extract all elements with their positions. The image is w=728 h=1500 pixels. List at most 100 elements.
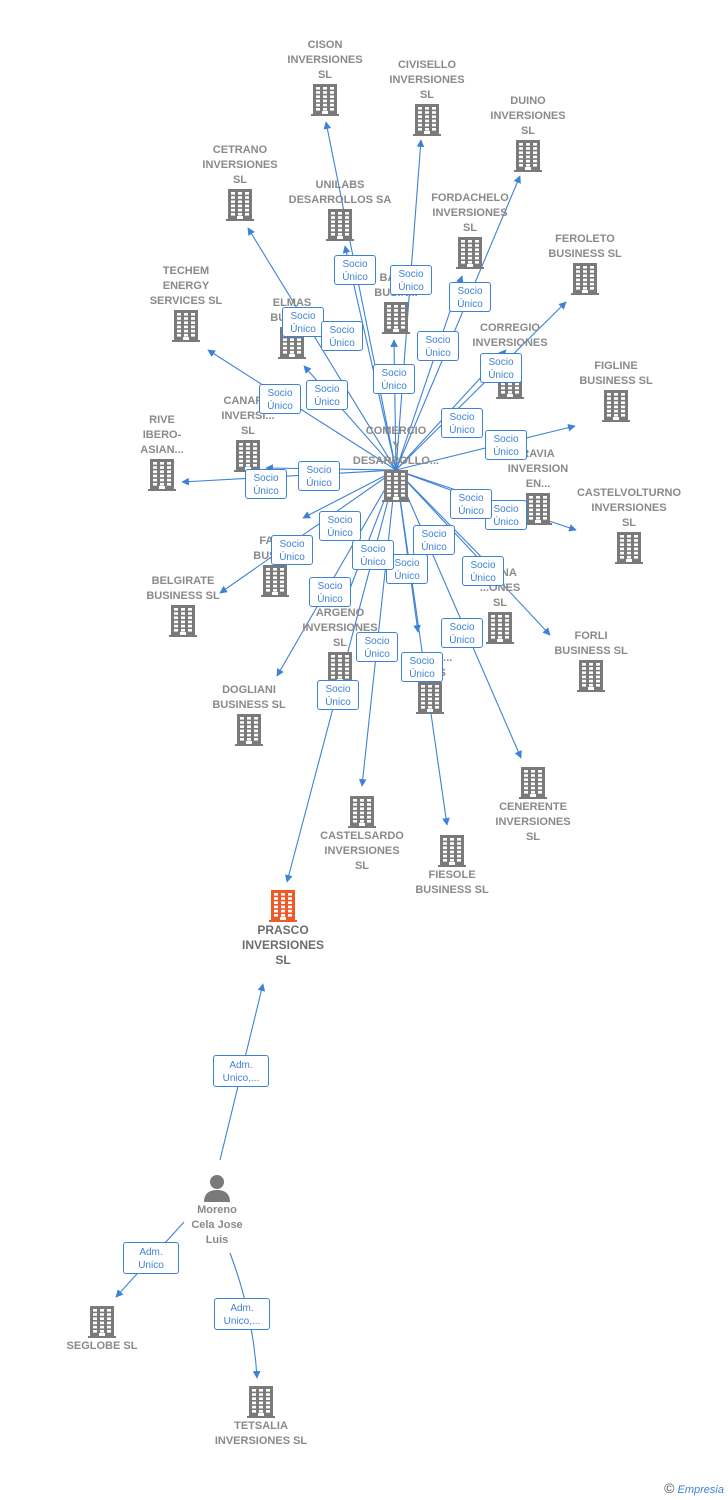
- relation-label[interactable]: Socio Único: [417, 331, 459, 361]
- relation-edge: [181, 469, 397, 486]
- company-node[interactable]: FORDACHELO INVERSIONES SL: [405, 191, 535, 270]
- company-node[interactable]: UNILABS DESARROLLOS SA: [275, 178, 405, 242]
- building-icon: [514, 140, 542, 172]
- building-icon: [519, 767, 547, 799]
- relation-label[interactable]: Socio Único: [480, 353, 522, 383]
- company-node[interactable]: CIVISELLO INVERSIONES SL: [362, 58, 492, 137]
- relation-edge: [219, 469, 397, 594]
- relation-label[interactable]: Socio Único: [321, 321, 363, 351]
- company-node[interactable]: SEGLOBE SL: [37, 1305, 167, 1354]
- node-label: CENERENTE INVERSIONES SL: [495, 801, 571, 843]
- relation-label[interactable]: Socio Único: [450, 489, 492, 519]
- relation-label[interactable]: Socio Único: [271, 535, 313, 565]
- relation-edge: [207, 349, 397, 471]
- company-node[interactable]: COMERCIO Y DESARROLLO...: [331, 424, 461, 503]
- company-node[interactable]: FIESOLE BUSINESS SL: [387, 834, 517, 898]
- relation-label[interactable]: Socio Único: [441, 408, 483, 438]
- company-node[interactable]: CASTELVOLTURNO INVERSIONES SL: [564, 486, 694, 565]
- node-label: FORLI BUSINESS SL: [554, 630, 628, 657]
- relation-label[interactable]: Socio Único: [245, 469, 287, 499]
- relation-label[interactable]: Socio Único: [282, 307, 324, 337]
- node-label: Moreno Cela Jose Luis: [191, 1204, 243, 1246]
- node-label: COMERCIO Y DESARROLLO...: [352, 425, 440, 467]
- node-label: FIGLINE BUSINESS SL: [579, 360, 653, 387]
- building-icon: [247, 1386, 275, 1418]
- node-label: CISON INVERSIONES SL: [287, 39, 363, 81]
- company-node[interactable]: TECHEM ENERGY SERVICES SL: [121, 264, 251, 343]
- relation-label[interactable]: Socio Único: [309, 577, 351, 607]
- relation-label[interactable]: Socio Único: [259, 384, 301, 414]
- relation-label[interactable]: Adm. Unico,...: [213, 1055, 269, 1087]
- company-node[interactable]: RIVE IBERO- ASIAN...: [97, 413, 227, 492]
- relation-label[interactable]: Socio Único: [352, 540, 394, 570]
- node-label: SEGLOBE SL: [66, 1340, 138, 1352]
- building-icon: [577, 660, 605, 692]
- relation-label[interactable]: Socio Único: [449, 282, 491, 312]
- relation-label[interactable]: Socio Único: [485, 430, 527, 460]
- building-icon: [382, 302, 410, 334]
- company-node[interactable]: PRASCO INVERSIONES SL: [218, 889, 348, 968]
- building-icon: [615, 532, 643, 564]
- relation-label[interactable]: Socio Único: [390, 265, 432, 295]
- node-label: TETSALIA INVERSIONES SL: [214, 1420, 308, 1447]
- node-label: FEROLETO BUSINESS SL: [548, 233, 622, 260]
- relation-label[interactable]: Socio Único: [441, 618, 483, 648]
- footer-credit: © Empresia: [664, 1480, 724, 1496]
- company-node[interactable]: BELGIRATE BUSINESS SL: [118, 574, 248, 638]
- company-node[interactable]: CISON INVERSIONES SL: [260, 38, 390, 117]
- building-icon: [88, 1306, 116, 1338]
- building-icon: [311, 84, 339, 116]
- relation-edge: [395, 469, 450, 826]
- relation-edge: [395, 301, 567, 471]
- company-node[interactable]: FIGLINE BUSINESS SL: [551, 359, 681, 423]
- node-label: DOGLIANI BUSINESS SL: [212, 684, 286, 711]
- relation-edge: [395, 139, 425, 471]
- relation-edge: [302, 469, 397, 519]
- building-icon: [169, 605, 197, 637]
- relation-edge: [395, 469, 522, 759]
- relation-label[interactable]: Socio Único: [413, 525, 455, 555]
- company-node[interactable]: CETRANO INVERSIONES SL: [175, 143, 305, 222]
- person-node[interactable]: Moreno Cela Jose Luis: [152, 1173, 282, 1248]
- company-node[interactable]: ARGENO INVERSIONES SL: [275, 606, 405, 685]
- company-node[interactable]: DUINO INVERSIONES SL: [463, 94, 593, 173]
- relation-label[interactable]: Socio Único: [356, 632, 398, 662]
- building-icon: [348, 796, 376, 828]
- node-label: CASTELVOLTURNO INVERSIONES SL: [576, 487, 682, 529]
- relation-edge: [395, 469, 551, 636]
- building-icon: [456, 237, 484, 269]
- relation-label[interactable]: Socio Único: [317, 680, 359, 710]
- relation-label[interactable]: Socio Único: [319, 511, 361, 541]
- relation-edge: [323, 121, 397, 471]
- building-icon: [602, 390, 630, 422]
- company-node[interactable]: CENERENTE INVERSIONES SL: [468, 766, 598, 845]
- relation-edge: [276, 469, 397, 677]
- copyright-symbol: ©: [664, 1480, 675, 1496]
- building-icon: [148, 459, 176, 491]
- company-node[interactable]: DOGLIANI BUSINESS SL: [184, 683, 314, 747]
- node-label: RAVIA INVERSION EN...: [507, 448, 569, 490]
- building-icon: [261, 565, 289, 597]
- relation-label[interactable]: Socio Único: [298, 461, 340, 491]
- relation-label[interactable]: Adm. Unico,...: [214, 1298, 270, 1330]
- company-node[interactable]: TETSALIA INVERSIONES SL: [196, 1385, 326, 1449]
- relation-label[interactable]: Socio Único: [306, 380, 348, 410]
- building-icon: [413, 104, 441, 136]
- relation-label[interactable]: Adm. Unico: [123, 1242, 179, 1274]
- node-label: CIVISELLO INVERSIONES SL: [389, 59, 465, 101]
- relation-label[interactable]: Socio Único: [401, 652, 443, 682]
- building-icon: [326, 209, 354, 241]
- building-icon: [226, 189, 254, 221]
- relation-label[interactable]: Socio Único: [334, 255, 376, 285]
- relation-edge: [358, 469, 397, 787]
- company-node[interactable]: RAVIA INVERSION EN...: [473, 447, 603, 526]
- relation-label[interactable]: Socio Único: [462, 556, 504, 586]
- company-node[interactable]: FORLI BUSINESS SL: [526, 629, 656, 693]
- building-icon: [269, 890, 297, 922]
- company-node[interactable]: CASTELSARDO INVERSIONES SL: [297, 795, 427, 874]
- company-node[interactable]: FEROLETO BUSINESS SL: [520, 232, 650, 296]
- node-label: CETRANO INVERSIONES SL: [202, 144, 278, 186]
- building-icon: [234, 440, 262, 472]
- relation-label[interactable]: Socio Único: [373, 364, 415, 394]
